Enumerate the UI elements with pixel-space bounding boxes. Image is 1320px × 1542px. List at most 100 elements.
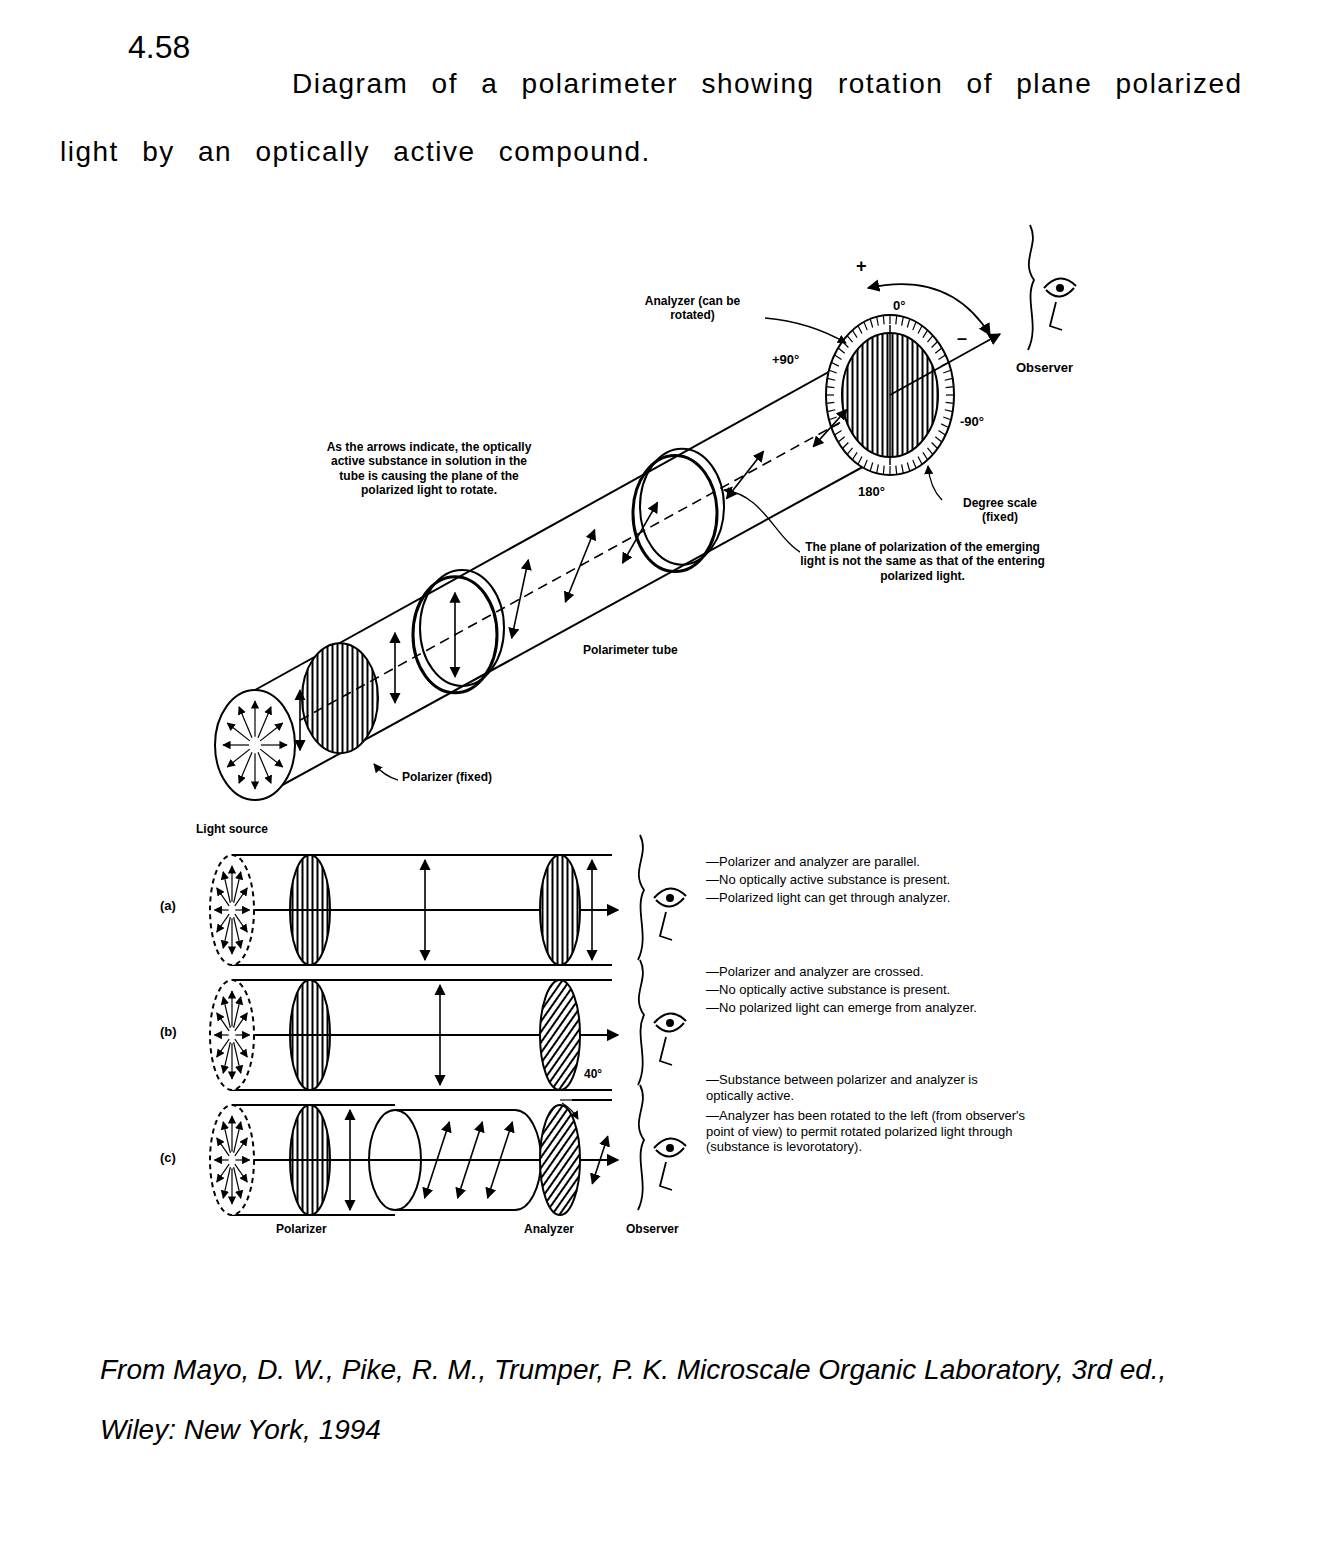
- analyzer: [540, 980, 580, 1090]
- light-source: [210, 980, 254, 1090]
- light-ray: [235, 888, 247, 906]
- scale-tick: [918, 456, 922, 464]
- scale-tick: [923, 330, 928, 337]
- polarization-arrow: [813, 409, 846, 446]
- figure-label: —No optically active substance is presen…: [706, 982, 1076, 998]
- figure-title: Diagram of a polarimeter showing rotatio…: [60, 50, 1275, 186]
- light-ray: [235, 909, 249, 910]
- figure-label: Observer: [626, 1222, 679, 1236]
- figure-label: —Polarized light can get through analyze…: [706, 890, 1076, 906]
- polarization-arrow: [425, 1122, 450, 1198]
- scale-tick: [838, 348, 844, 353]
- figure-label: —Analyzer has been rotated to the left (…: [706, 1108, 1056, 1155]
- figure-label: Polarizer (fixed): [402, 770, 492, 784]
- tube-end-ring: [640, 449, 724, 565]
- light-ray: [235, 1138, 247, 1156]
- light-ray: [260, 723, 283, 741]
- observer-pupil: [666, 1019, 674, 1027]
- leader-line: [928, 466, 942, 500]
- light-ray: [261, 744, 287, 745]
- scale-tick: [858, 456, 862, 464]
- drawing: [210, 225, 1076, 1215]
- polarization-arrow: [592, 1136, 607, 1184]
- light-ray: [223, 997, 230, 1028]
- observer-nose: [1050, 302, 1062, 330]
- scale-tick: [829, 370, 837, 373]
- observer-face: [638, 960, 644, 1085]
- scale-tick: [877, 464, 879, 473]
- scale-tick: [946, 402, 954, 404]
- figure-label: The plane of polarization of the emergin…: [800, 540, 1045, 583]
- figure-label: +90°: [772, 352, 799, 368]
- figure-label: -90°: [960, 414, 984, 430]
- figure-label: —No optically active substance is presen…: [706, 872, 1076, 888]
- scale-tick: [829, 417, 837, 420]
- figure-label: —Substance between polarizer and analyze…: [706, 1072, 1026, 1103]
- scale-tick: [946, 386, 954, 388]
- figure-label: Observer: [1016, 360, 1073, 376]
- light-ray: [234, 1042, 241, 1073]
- scale-tick: [847, 448, 852, 455]
- scale-tick: [932, 443, 938, 449]
- observer-nose: [660, 1162, 672, 1190]
- light-ray: [235, 1034, 249, 1035]
- observer-nose: [660, 1037, 672, 1065]
- scale-tick: [943, 417, 951, 420]
- figure-label: Light source: [196, 822, 268, 836]
- light-ray: [223, 872, 230, 903]
- light-source: [210, 855, 254, 965]
- light-ray: [254, 701, 255, 737]
- figure-label: (b): [160, 1024, 177, 1040]
- scale-tick: [902, 317, 904, 326]
- scale-tick: [923, 452, 928, 459]
- figure-label: Degree scale (fixed): [945, 496, 1055, 525]
- scale-tick: [941, 424, 948, 428]
- observer-pupil: [1056, 284, 1064, 292]
- light-ray: [227, 749, 250, 767]
- light-ray: [235, 1159, 249, 1160]
- scale-tick: [945, 410, 953, 412]
- light-ray: [234, 917, 241, 948]
- scale-tick: [858, 326, 862, 334]
- scale-tick: [826, 394, 834, 395]
- leader-line: [374, 764, 398, 780]
- light-path: [890, 334, 1000, 395]
- light-ray: [217, 914, 229, 932]
- light-ray: [214, 909, 228, 910]
- scale-tick: [835, 431, 842, 436]
- light-ray: [231, 866, 232, 902]
- figure-label: —No polarized light can emerge from anal…: [706, 1000, 1036, 1016]
- observer-pupil: [666, 894, 674, 902]
- scale-tick: [889, 315, 890, 324]
- sample-tube: [395, 1109, 515, 1111]
- light-ray: [217, 1164, 229, 1182]
- light-ray: [231, 1043, 232, 1079]
- tube-end-ring: [413, 577, 497, 693]
- scale-tick: [927, 336, 932, 343]
- light-ray: [254, 753, 255, 789]
- light-ray: [234, 1167, 241, 1198]
- scale-tick: [938, 355, 945, 360]
- observer-pupil: [666, 1144, 674, 1152]
- tube-end-ring: [633, 456, 717, 572]
- scale-tick: [842, 443, 848, 449]
- analyzer: [540, 855, 580, 965]
- tube-wall: [255, 452, 890, 800]
- light-ray: [217, 1039, 229, 1057]
- polarization-arrow: [424, 860, 426, 960]
- figure-label: Polarizer: [276, 1222, 327, 1236]
- scale-tick: [877, 317, 879, 326]
- scale-tick: [827, 410, 835, 412]
- observer-face: [1028, 225, 1034, 350]
- scale-tick: [870, 319, 872, 328]
- scale-tick: [852, 452, 857, 459]
- scale-tick: [902, 464, 904, 473]
- scale-tick: [889, 466, 890, 475]
- scale-tick: [907, 319, 909, 328]
- light-ray: [231, 918, 232, 954]
- scale-tick: [927, 448, 932, 455]
- polarization-arrow: [512, 560, 529, 638]
- light-ray: [231, 991, 232, 1027]
- sample-tube: [395, 1209, 515, 1211]
